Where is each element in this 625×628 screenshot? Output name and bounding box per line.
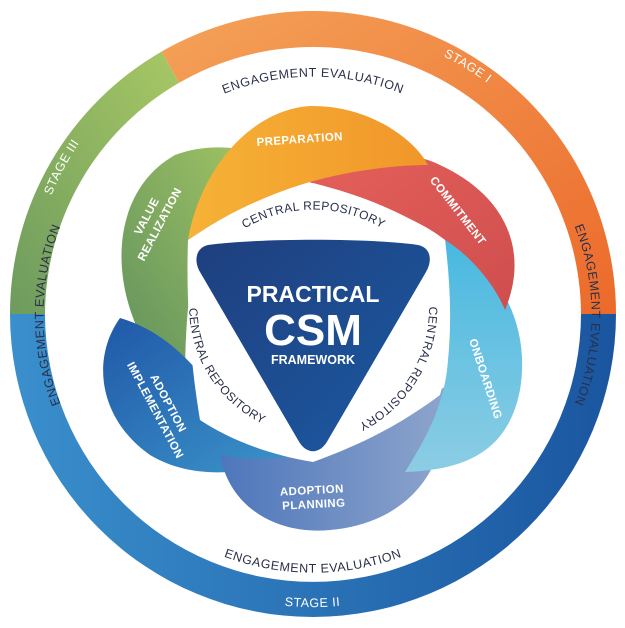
engagement-evaluation-bottom: ENGAGEMENT EVALUATION: [223, 546, 404, 575]
stage-ii-label: STAGE II: [284, 595, 340, 610]
phase-petals: [103, 105, 523, 531]
petal-preparation: [188, 105, 428, 241]
stage-iii-arc: [10, 51, 179, 314]
engagement-evaluation-top: ENGAGEMENT EVALUATION: [220, 66, 406, 97]
petal-value-realization: [121, 147, 275, 392]
stage-ring: [10, 11, 616, 617]
petal-commitment: [300, 154, 515, 310]
petal-onboarding: [405, 240, 523, 472]
petal-adoption-planning: [220, 385, 447, 531]
phase-label-adoption-planning-2: PLANNING: [282, 497, 346, 512]
center-triangle: [196, 239, 430, 452]
center-title-framework: FRAMEWORK: [271, 353, 355, 367]
center-title-practical: PRACTICAL: [247, 281, 380, 307]
center-title-csm: CSM: [264, 306, 362, 355]
stage-ii-arc: [10, 314, 616, 617]
stage-i-arc: [161, 11, 616, 315]
phase-label-adoption-planning-1: ADOPTION: [280, 483, 344, 498]
